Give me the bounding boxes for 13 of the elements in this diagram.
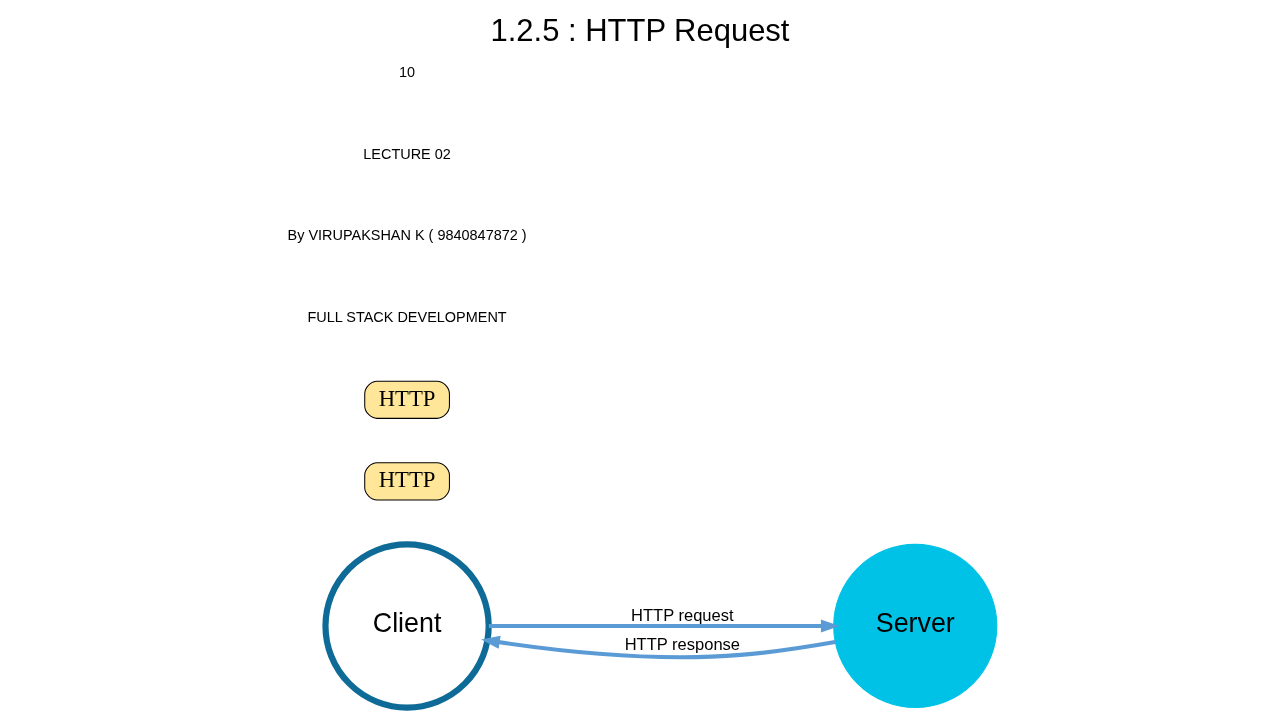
- arrow: [481, 635, 836, 660]
- label: 10: [399, 64, 416, 81]
- label: LECTURE 02: [363, 145, 451, 162]
- node-circle: Client: [322, 541, 492, 711]
- edge-label: HTTP response: [624, 634, 741, 654]
- label: By VIRUPAKSHAN K ( 9840847872 ): [287, 227, 527, 244]
- node-circle: Server: [833, 543, 998, 709]
- node-box: HTTP: [364, 380, 450, 419]
- edge-label: HTTP request: [631, 605, 734, 625]
- diagram-title: 1.2.5 : HTTP Request: [490, 13, 790, 49]
- label: FULL STACK DEVELOPMENT: [307, 308, 507, 325]
- arrow: [488, 619, 840, 633]
- node-box: HTTP: [364, 462, 450, 501]
